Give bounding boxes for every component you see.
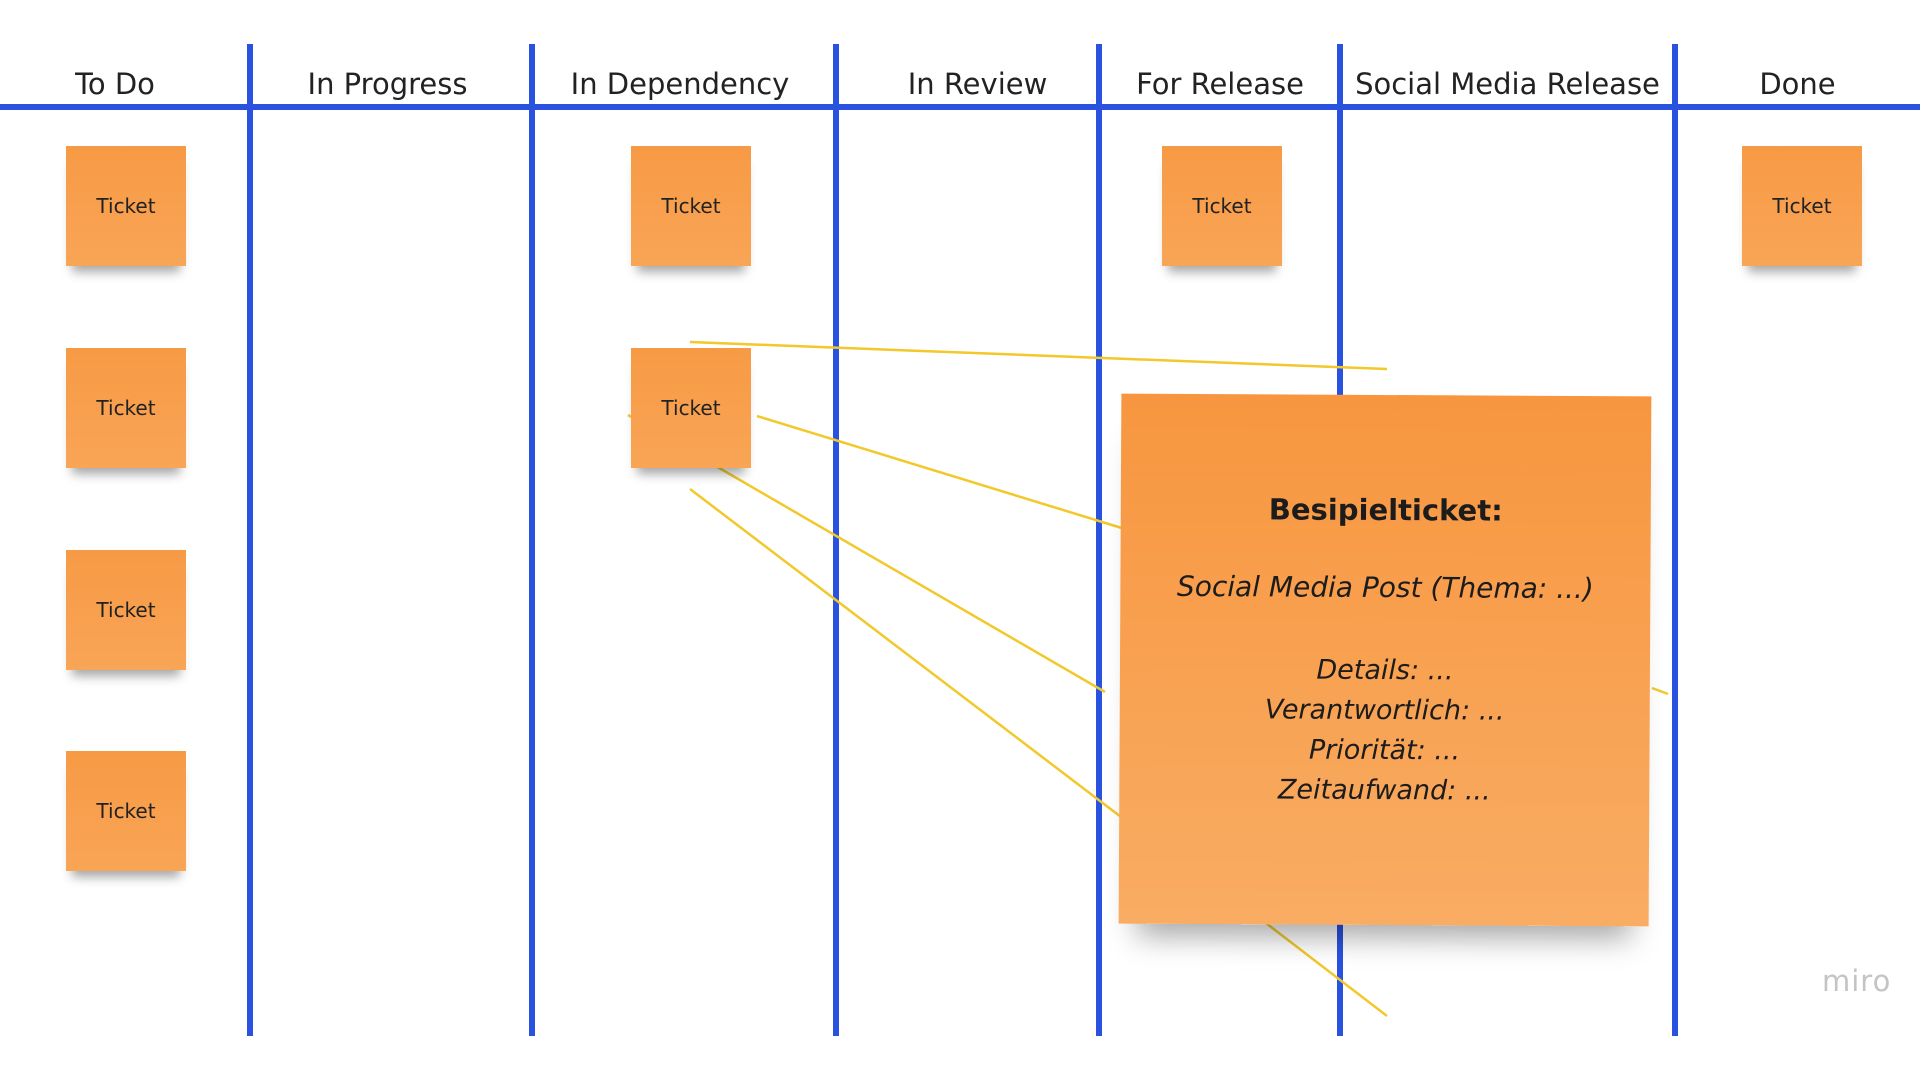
connector-line bbox=[756, 414, 1126, 531]
example-ticket-detail-line: Verantwortlich: ... bbox=[1264, 694, 1505, 727]
ticket-sticky-note[interactable]: Ticket bbox=[1742, 146, 1862, 266]
column-header-in-dependency[interactable]: In Dependency bbox=[570, 67, 790, 101]
ticket-sticky-note[interactable]: Ticket bbox=[631, 348, 751, 468]
column-header-in-review[interactable]: In Review bbox=[907, 67, 1048, 101]
lane-divider bbox=[247, 44, 253, 1036]
lane-divider bbox=[529, 44, 535, 1036]
column-header-for-release[interactable]: For Release bbox=[1136, 67, 1304, 101]
lane-divider bbox=[1096, 44, 1102, 1036]
ticket-sticky-note[interactable]: Ticket bbox=[66, 348, 186, 468]
column-header-in-progress[interactable]: In Progress bbox=[307, 67, 468, 101]
ticket-sticky-note[interactable]: Ticket bbox=[631, 146, 751, 266]
column-header-done[interactable]: Done bbox=[1759, 67, 1836, 101]
connector-line bbox=[1651, 686, 1669, 696]
example-ticket-detail-line: Details: ... bbox=[1316, 654, 1454, 687]
lane-divider bbox=[1672, 44, 1678, 1036]
example-ticket-detail-line: Zeitaufwand: ... bbox=[1277, 774, 1491, 807]
connector-line bbox=[689, 488, 1126, 821]
example-ticket-details: Details: ... Verantwortlich: ... Priorit… bbox=[1119, 650, 1650, 813]
column-header-to-do[interactable]: To Do bbox=[75, 67, 155, 101]
example-ticket-detail-line: Priorität: ... bbox=[1308, 734, 1461, 767]
example-ticket-title: Besipielticket: bbox=[1268, 492, 1503, 528]
miro-watermark: miro bbox=[1822, 964, 1892, 998]
lane-divider bbox=[833, 44, 839, 1036]
connector-line bbox=[689, 340, 1388, 371]
column-header-social-media-release[interactable]: Social Media Release bbox=[1355, 67, 1660, 101]
ticket-sticky-note[interactable]: Ticket bbox=[66, 146, 186, 266]
ticket-sticky-note[interactable]: Ticket bbox=[66, 751, 186, 871]
header-divider-line bbox=[0, 104, 1920, 110]
ticket-sticky-note[interactable]: Ticket bbox=[66, 550, 186, 670]
example-ticket-subtitle: Social Media Post (Thema: ...) bbox=[1176, 569, 1594, 606]
example-ticket-sticky-note[interactable]: Besipielticket: Social Media Post (Thema… bbox=[1118, 393, 1652, 927]
connector-line bbox=[1261, 919, 1388, 1017]
ticket-sticky-note[interactable]: Ticket bbox=[1162, 146, 1282, 266]
